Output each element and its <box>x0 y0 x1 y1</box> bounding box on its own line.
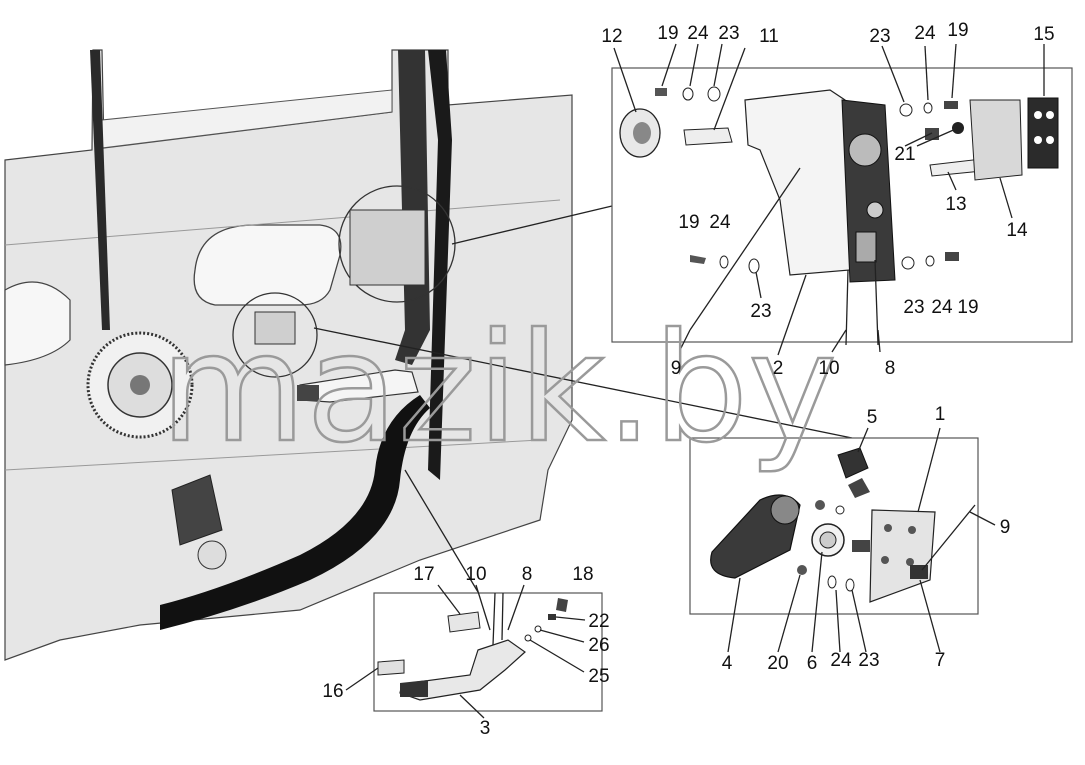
callout-leaders <box>345 43 1045 719</box>
callout-label: 16 <box>322 681 343 702</box>
door-panel <box>4 49 573 661</box>
callouts-right: 5 1 9 4 20 6 24 23 7 <box>722 404 1011 674</box>
callout-label: 24 <box>931 297 953 318</box>
callout-label: 21 <box>894 144 915 165</box>
callout-label: 5 <box>867 407 878 428</box>
callout-label: 4 <box>722 653 733 674</box>
callout-label: 17 <box>413 564 434 585</box>
callouts-top: 12 19 24 23 11 23 24 19 15 21 13 14 19 2… <box>601 20 1054 379</box>
callout-label: 12 <box>601 26 622 47</box>
callout-label: 2 <box>773 358 784 379</box>
callout-label: 1 <box>935 404 946 425</box>
callout-label: 14 <box>1006 220 1028 241</box>
callout-label: 9 <box>671 358 682 379</box>
callout-label: 24 <box>687 23 709 44</box>
callout-label: 26 <box>588 635 609 656</box>
watermark-text: mazik.by <box>160 302 837 476</box>
callout-label: 23 <box>903 297 924 318</box>
callout-label: 22 <box>588 611 609 632</box>
callout-label: 24 <box>709 212 731 233</box>
callout-label: 25 <box>588 666 609 687</box>
leader-lines <box>313 205 853 593</box>
callout-label: 10 <box>818 358 839 379</box>
callout-label: 23 <box>869 26 890 47</box>
callout-label: 19 <box>678 212 699 233</box>
callout-label: 7 <box>935 650 946 671</box>
callout-label: 10 <box>465 564 486 585</box>
callout-label: 24 <box>914 23 936 44</box>
callout-label: 8 <box>885 358 896 379</box>
outer-handle-panel <box>373 592 603 712</box>
callout-label: 3 <box>480 718 491 739</box>
callout-label: 8 <box>522 564 533 585</box>
callout-label: 23 <box>858 650 879 671</box>
callout-label: 6 <box>807 653 818 674</box>
callout-label: 23 <box>718 23 739 44</box>
callout-label: 23 <box>750 301 771 322</box>
callout-label: 19 <box>947 20 968 41</box>
callout-label: 15 <box>1033 24 1054 45</box>
callouts-bottom: 17 10 8 18 22 26 25 16 3 <box>322 564 609 739</box>
callout-label: 19 <box>657 23 678 44</box>
lock-mechanism-panel <box>611 67 1073 346</box>
callout-label: 19 <box>957 297 978 318</box>
callout-label: 13 <box>945 194 966 215</box>
callout-label: 24 <box>830 650 852 671</box>
callout-label: 9 <box>1000 517 1011 538</box>
callout-label: 20 <box>767 653 788 674</box>
callout-label: 18 <box>572 564 593 585</box>
callout-label: 11 <box>759 26 779 47</box>
